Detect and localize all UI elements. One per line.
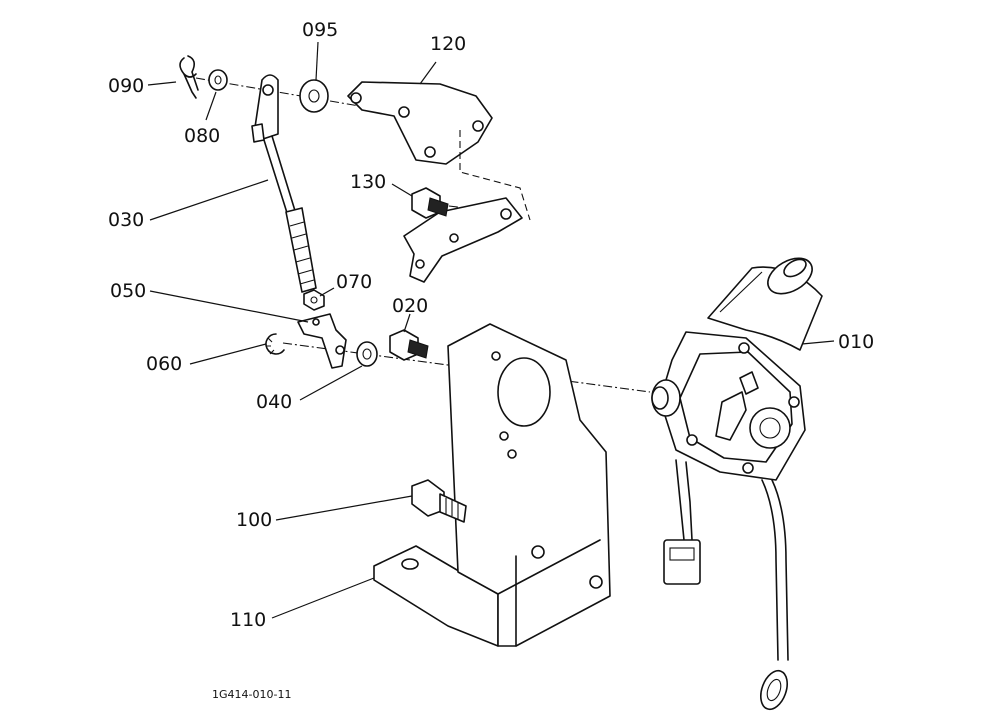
part-label-060: 060	[146, 353, 182, 375]
motor-actuator-part-010	[651, 257, 823, 711]
leader-lines	[147, 41, 835, 619]
bolt-part-020	[389, 329, 429, 361]
bolt-part-110	[411, 479, 467, 523]
cotter-pin-part-090	[179, 55, 199, 99]
mounting-bracket-part-100	[373, 323, 611, 647]
part-label-120: 120	[430, 33, 466, 55]
washer-part-095	[299, 79, 329, 113]
washer-part-080	[208, 69, 228, 91]
part-label-010: 010	[838, 331, 874, 353]
part-label-030: 030	[108, 209, 144, 231]
part-label-130: 130	[350, 171, 386, 193]
washer-part-040	[356, 341, 378, 367]
part-label-090: 090	[108, 75, 144, 97]
part-label-050: 050	[110, 280, 146, 302]
part-label-080: 080	[184, 125, 220, 147]
part-label-070: 070	[336, 271, 372, 293]
nut-part-070	[303, 289, 325, 311]
part-label-040: 040	[256, 391, 292, 413]
part-label-110: 100	[236, 509, 272, 531]
snap-ring-part-060	[265, 333, 285, 355]
lever-part-050	[297, 313, 347, 369]
bolt-part-130	[411, 187, 449, 219]
part-label-020: 020	[392, 295, 428, 317]
plate-bracket-part-120	[347, 81, 531, 283]
figure-code: 1G414-010-11	[212, 688, 291, 701]
part-label-095: 095	[302, 19, 338, 41]
part-label-100: 110	[230, 609, 266, 631]
threaded-rod-part-030	[251, 74, 317, 293]
